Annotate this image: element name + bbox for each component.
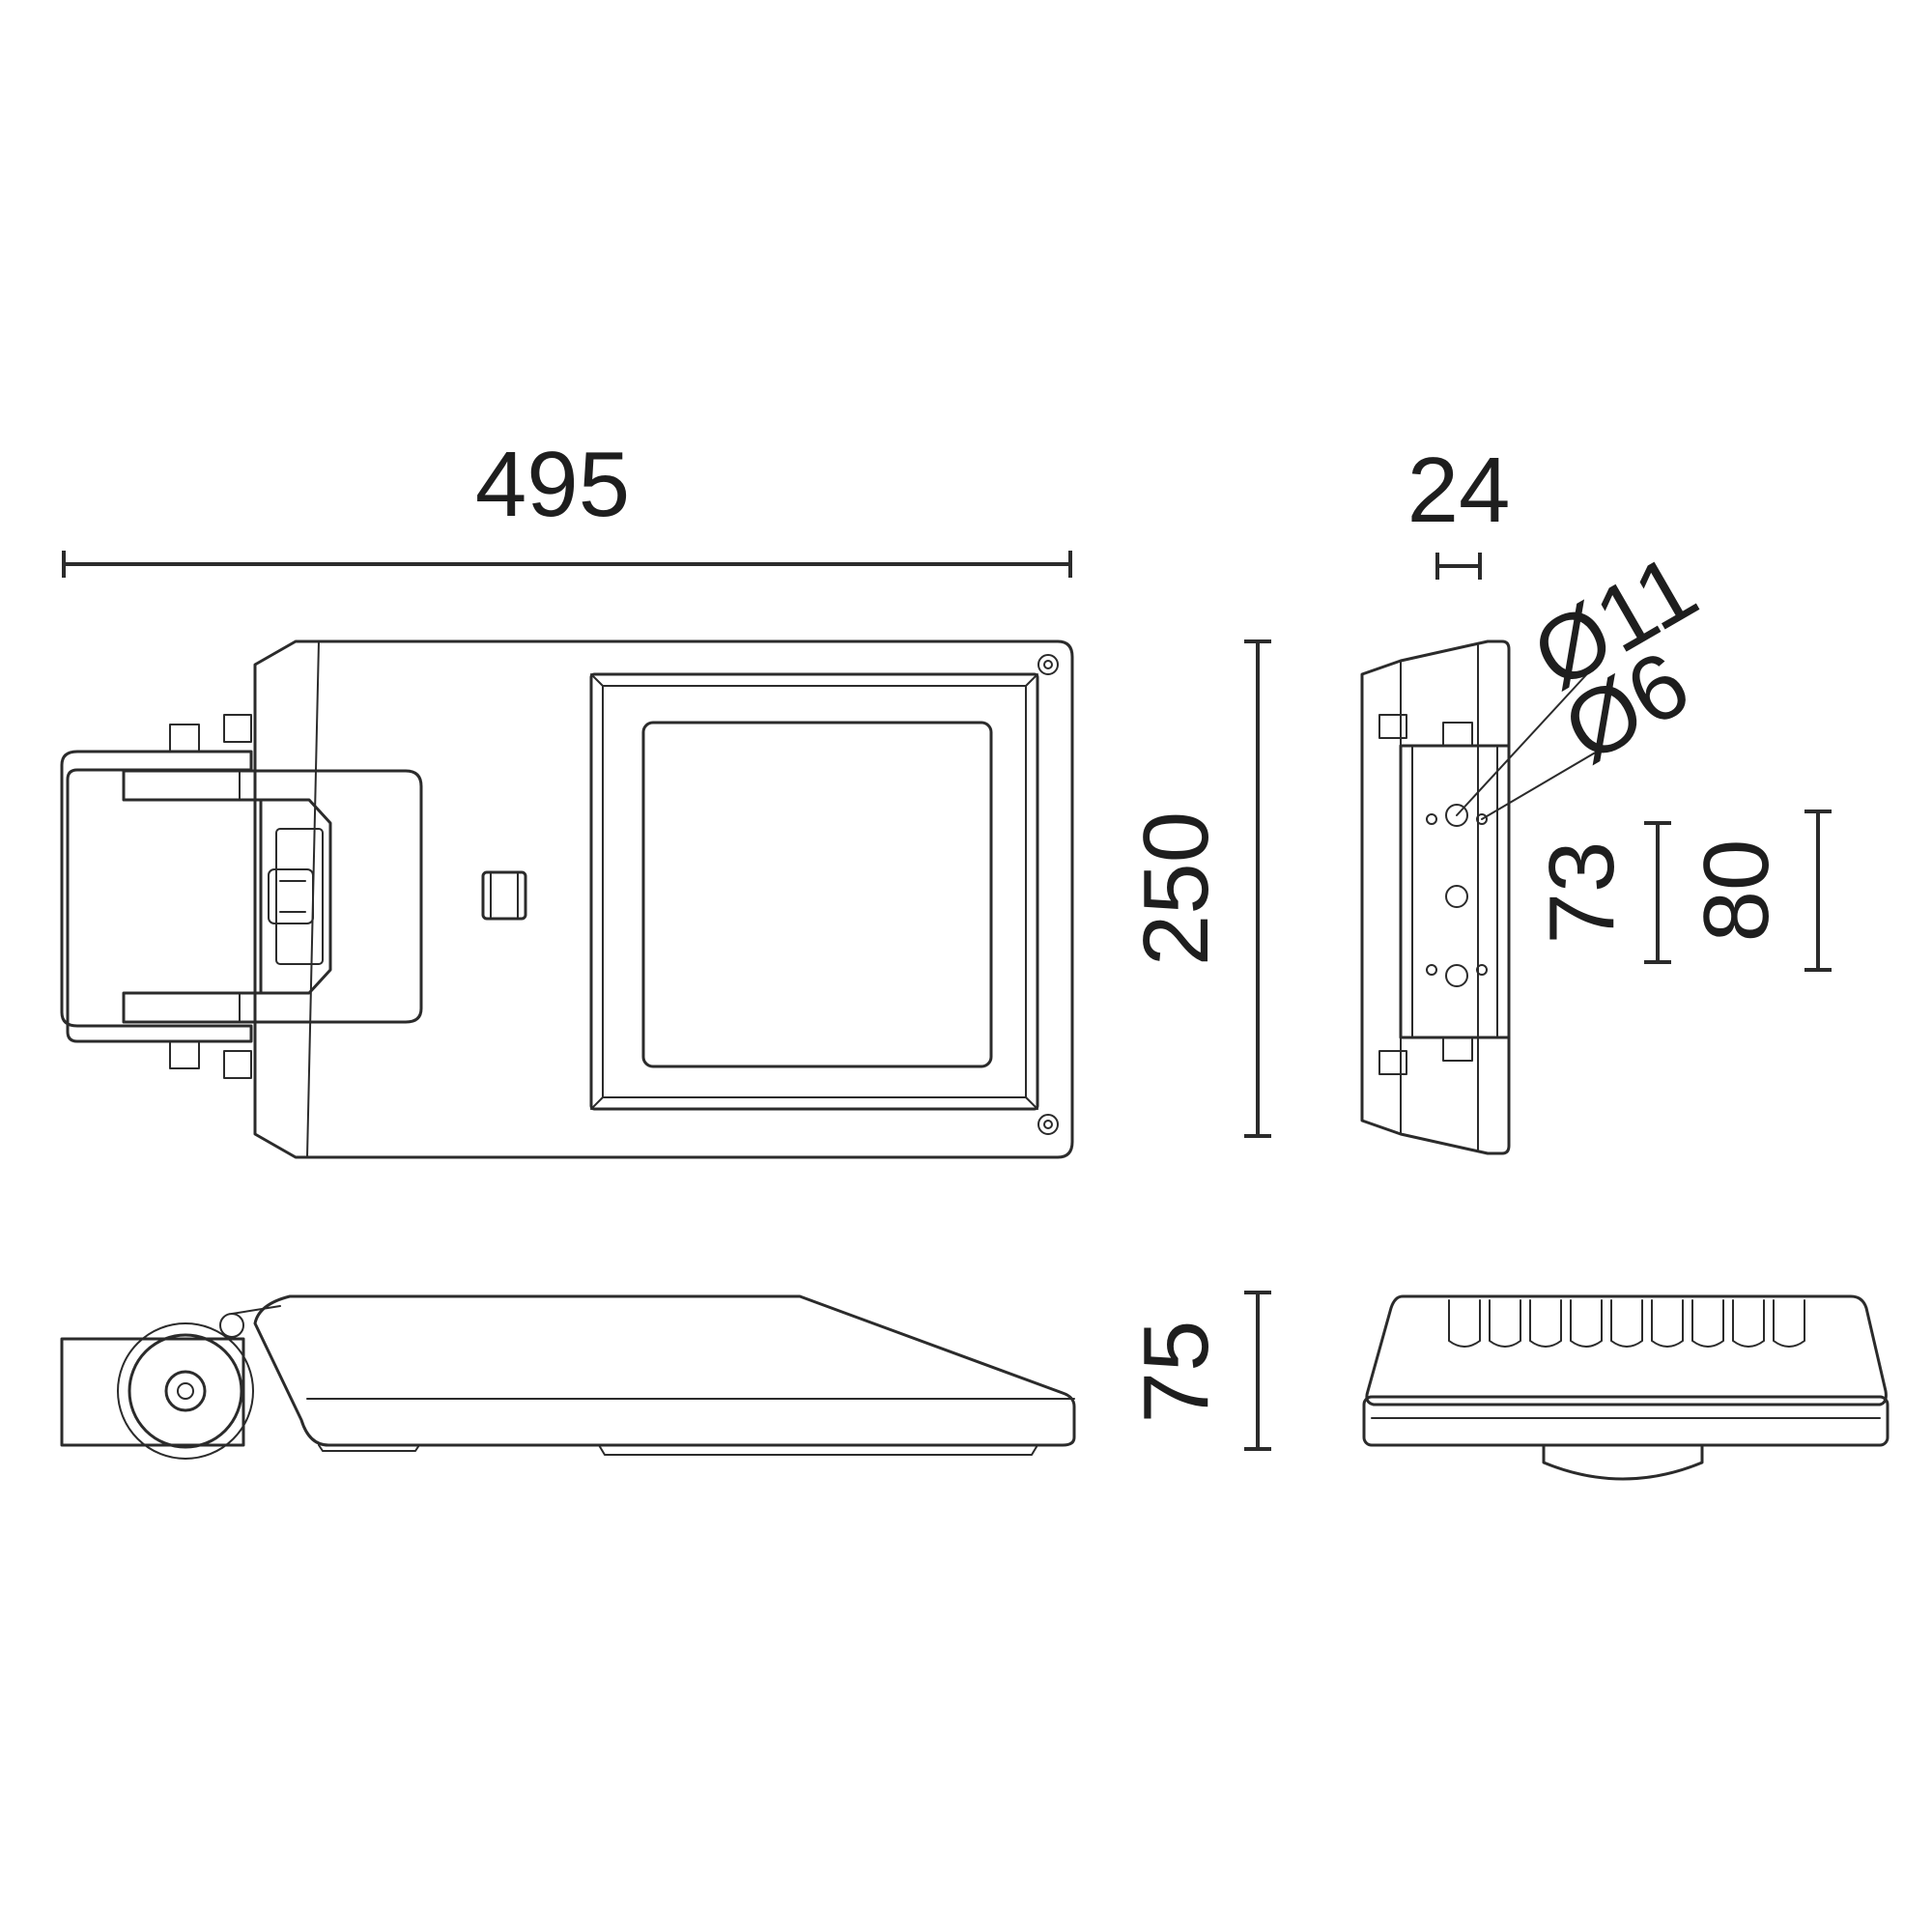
latch [481, 870, 527, 921]
mounting-bracket [60, 750, 253, 1043]
front-end-view [1362, 1294, 1889, 1481]
dim-label-24: 24 [1407, 439, 1511, 542]
dimension-lines [62, 551, 1832, 1451]
leader-hole-small [1481, 747, 1605, 820]
hole-small [1476, 813, 1488, 825]
dim-label-495: 495 [475, 433, 630, 536]
dim-label-250: 250 [1124, 811, 1228, 966]
side-view-housing [253, 1294, 1076, 1447]
mounting-plate [1399, 744, 1511, 1039]
lens [641, 721, 993, 1068]
end-view [1360, 639, 1605, 1155]
top-view [60, 639, 1074, 1159]
dim-label-73: 73 [1530, 841, 1634, 945]
front-view-housing [1365, 1294, 1888, 1406]
side-bracket-arm [60, 1337, 245, 1447]
lens-frame [589, 672, 1039, 1111]
cooling-fins [1448, 1299, 1805, 1348]
dim-label-75: 75 [1124, 1321, 1228, 1424]
leader-hole-large [1456, 666, 1595, 816]
end-view-outline [1360, 639, 1511, 1155]
side-view [60, 1294, 1076, 1460]
hole-large [1445, 804, 1468, 827]
housing-outline [253, 639, 1074, 1159]
dim-label-80: 80 [1685, 839, 1788, 943]
